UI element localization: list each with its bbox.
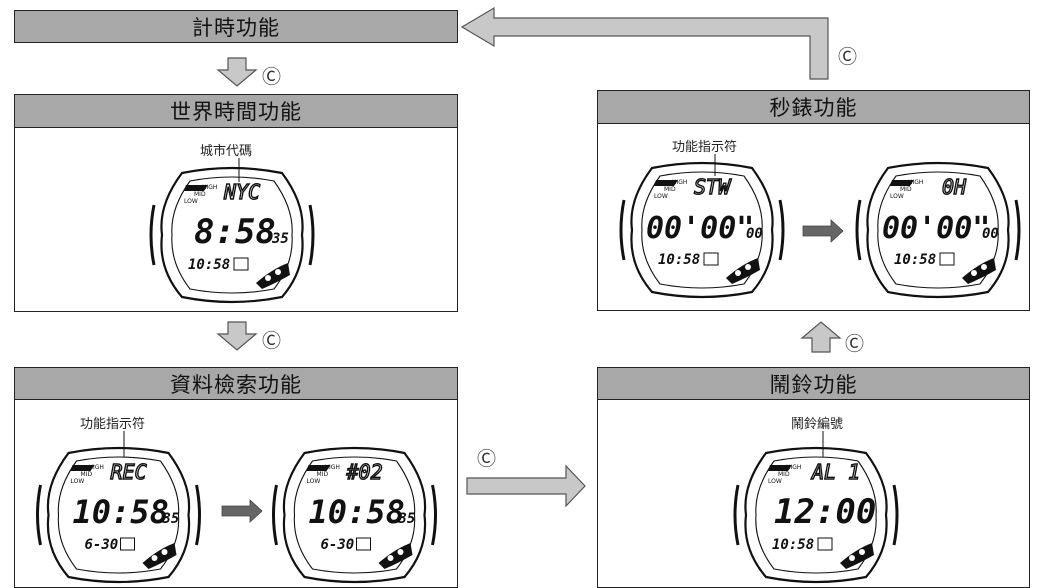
indicator-high: HIGH <box>89 464 104 471</box>
watch-seconds: 35 <box>271 231 289 247</box>
indicator-low: LOW <box>654 193 668 200</box>
stopwatch-title: 秒錶功能 <box>597 90 1030 124</box>
alarm-title: 鬧鈴功能 <box>597 367 1030 400</box>
watch-bottom-time: 10:58 <box>658 252 700 268</box>
mode-indicator-callout: 功能指示符 <box>80 417 146 432</box>
indicator-high: HIGH <box>202 184 217 191</box>
watch-hundredths: 00 <box>982 226 999 242</box>
watch-top-text: AL 1 <box>810 460 860 484</box>
right-arrow-icon <box>221 499 263 523</box>
alarm-number-callout: 鬧鈴編號 <box>791 417 844 432</box>
watch-top-text: NYC <box>223 180 260 204</box>
indicator-mid: MID <box>194 191 206 198</box>
watch-bottom-date: 6-30 <box>321 537 355 553</box>
watch-bottom-time: 10:58 <box>188 257 230 273</box>
indicator-low: LOW <box>184 198 198 205</box>
indicator-low: LOW <box>768 478 782 485</box>
watch-display-data-bank-1: HIGH MID LOW REC 10:58 35 6-30 <box>36 446 201 584</box>
watch-main-time: 8:58 <box>194 212 276 252</box>
watch-top-text: 0H <box>942 175 967 199</box>
watch-display-data-bank-2: HIGH MID LOW #02 10:58 35 6-30 <box>272 446 437 584</box>
button-c-label: Ⓒ <box>477 448 497 470</box>
watch-display-alarm: HIGH MID LOW AL 1 12:00 10:58 <box>733 446 899 584</box>
watch-hundredths: 00 <box>746 226 763 242</box>
indicator-mid: MID <box>317 471 329 478</box>
button-c-label: Ⓒ <box>845 333 865 355</box>
indicator-mid: MID <box>778 471 790 478</box>
button-c-label: Ⓒ <box>838 46 858 68</box>
button-c-label: Ⓒ <box>262 330 282 352</box>
mode-indicator-callout: 功能指示符 <box>672 140 738 155</box>
down-arrow-icon <box>216 321 258 351</box>
city-code-callout: 城市代碼 <box>200 144 253 159</box>
indicator-low: LOW <box>890 193 904 200</box>
indicator-high: HIGH <box>908 179 923 186</box>
alarm-panel <box>597 399 1030 588</box>
stopwatch-panel <box>597 123 1030 311</box>
right-arrow-icon <box>802 219 844 243</box>
button-c-label: Ⓒ <box>262 66 282 88</box>
indicator-mid: MID <box>81 471 93 478</box>
up-arrow-icon <box>800 321 842 353</box>
right-arrow-icon <box>466 464 586 508</box>
indicator-high: HIGH <box>672 179 687 186</box>
watch-main-time: 00'00" <box>646 211 754 246</box>
watch-display-world-time: HIGH MID LOW NYC 8:58 35 10:58 <box>149 166 315 304</box>
watch-seconds: 35 <box>398 511 416 527</box>
watch-bottom-time: 10:58 <box>772 537 814 553</box>
indicator-low: LOW <box>71 478 85 485</box>
watch-main-time: 10:58 <box>73 493 169 531</box>
watch-main-time: 10:58 <box>309 493 405 531</box>
watch-seconds: 35 <box>162 511 180 527</box>
indicator-low: LOW <box>307 478 321 485</box>
indicator-high: HIGH <box>786 464 801 471</box>
timekeeping-title: 計時功能 <box>14 10 458 43</box>
indicator-mid: MID <box>900 186 912 193</box>
down-arrow-icon <box>216 57 258 87</box>
watch-main-time: 00'00" <box>882 211 990 246</box>
data-bank-title: 資料檢索功能 <box>14 367 458 400</box>
watch-bottom-date: 6-30 <box>85 537 119 553</box>
indicator-mid: MID <box>664 186 676 193</box>
watch-display-stopwatch-2: HIGH MID LOW 0H 00'00" 00 10:58 <box>855 161 1021 299</box>
watch-top-text: STW <box>694 175 732 199</box>
watch-display-stopwatch-1: HIGH MID LOW STW 00'00" 00 10:58 <box>619 161 785 299</box>
watch-top-text: #02 <box>346 460 383 484</box>
indicator-high: HIGH <box>325 464 340 471</box>
watch-bottom-time: 10:58 <box>894 252 936 268</box>
watch-top-text: REC <box>111 460 147 484</box>
world-time-panel <box>14 127 458 312</box>
watch-main-time: 12:00 <box>774 492 876 532</box>
return-arrow-icon <box>460 6 829 80</box>
